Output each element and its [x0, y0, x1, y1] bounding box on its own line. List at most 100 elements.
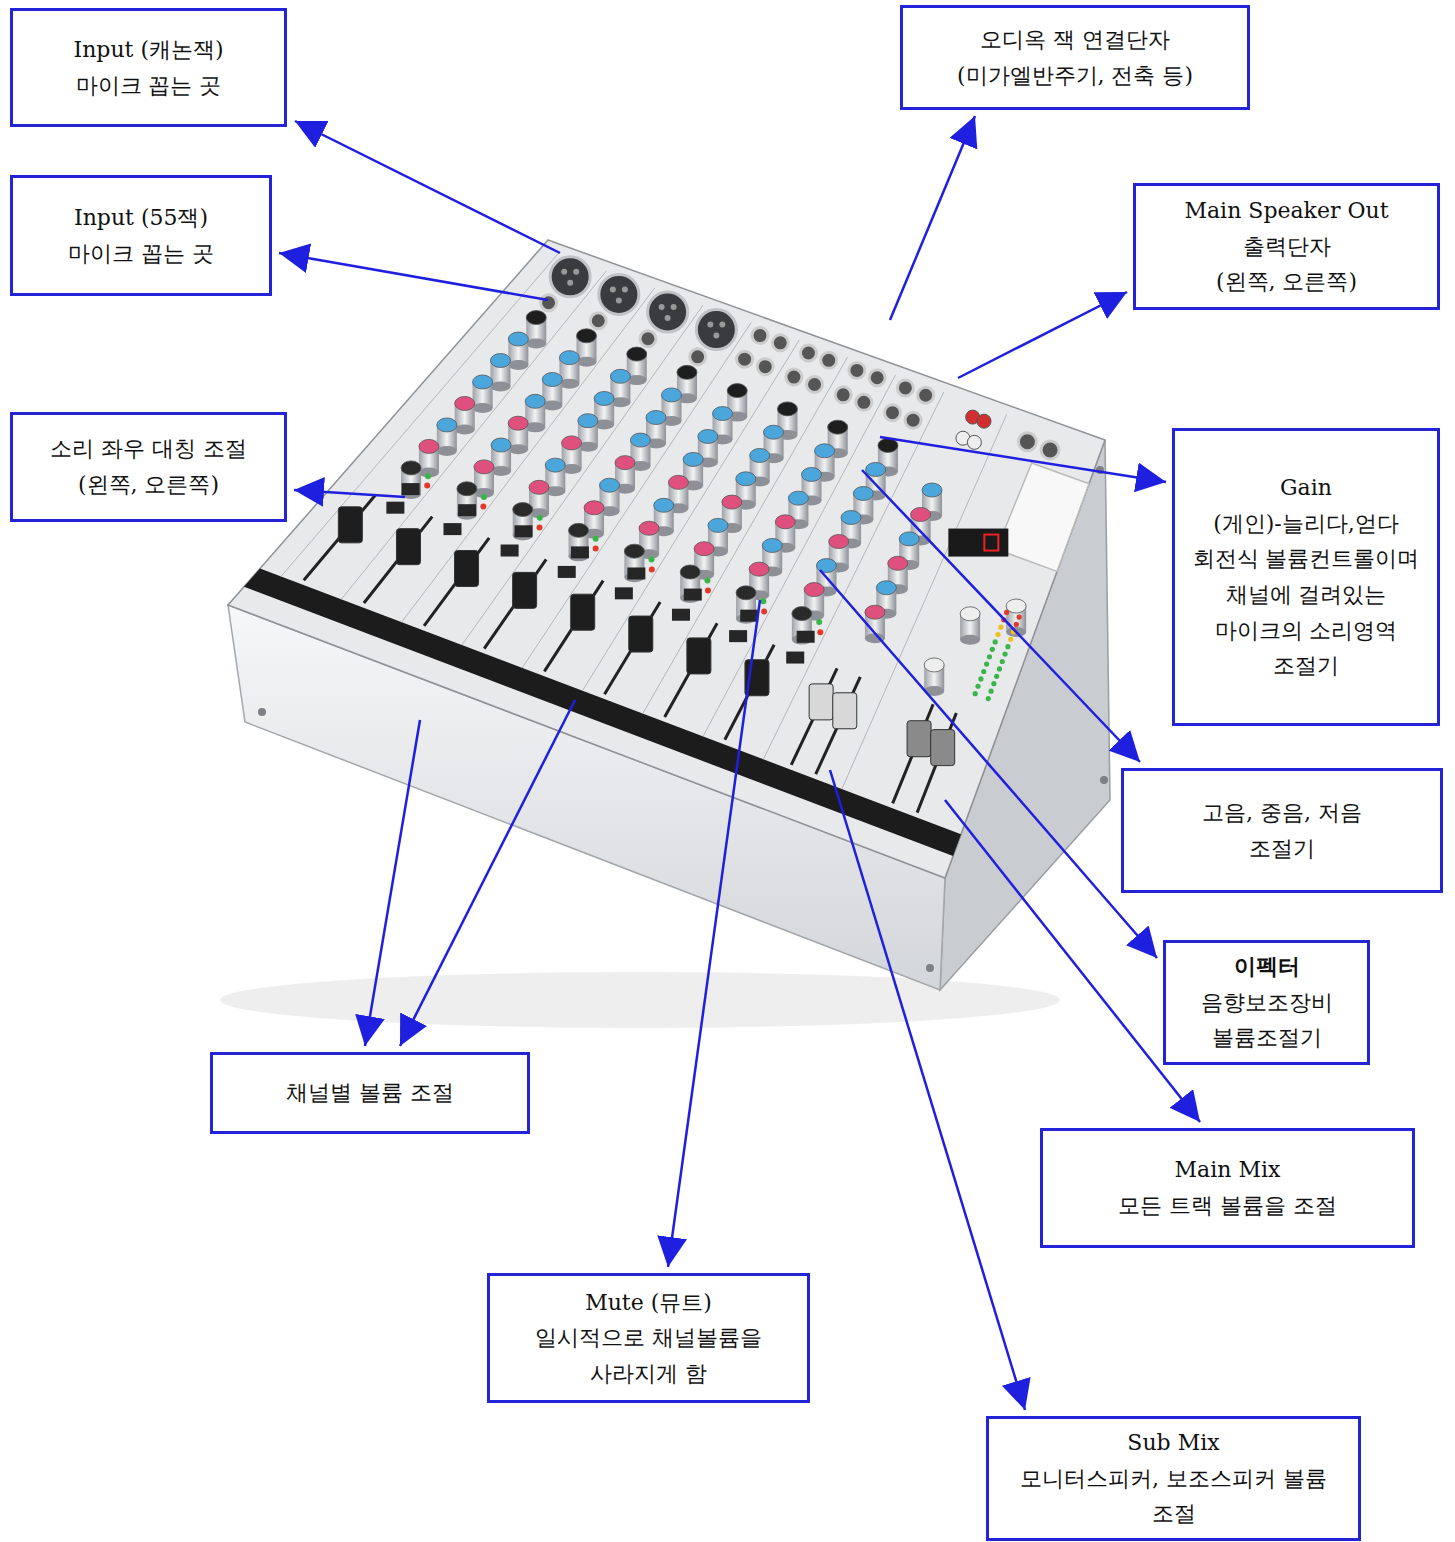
knob-cap	[508, 416, 528, 430]
led	[537, 515, 543, 521]
led	[649, 557, 655, 563]
output-jack	[1018, 433, 1036, 451]
strip-divider	[402, 288, 655, 622]
meter-led	[991, 681, 996, 686]
knob-cap	[562, 436, 582, 450]
phone-jack	[757, 359, 773, 375]
button	[458, 504, 476, 516]
button	[558, 566, 576, 578]
meter-led	[1002, 651, 1007, 656]
led	[425, 473, 431, 479]
knob-cap	[1006, 599, 1026, 613]
led	[424, 483, 430, 489]
button	[514, 525, 532, 537]
screw	[926, 964, 934, 972]
strip-divider	[703, 375, 896, 737]
fader-slot	[917, 713, 956, 813]
knob-base	[508, 360, 528, 370]
knob-cap	[491, 438, 511, 452]
meter-led	[1008, 637, 1013, 642]
phone-jack	[786, 369, 802, 385]
top-panel	[228, 240, 1105, 878]
fader-cap	[931, 730, 955, 766]
meter-led	[995, 632, 1000, 637]
knob-base	[490, 382, 510, 392]
button	[627, 567, 645, 579]
callout-box: 채널별 볼륨 조절	[210, 1052, 530, 1134]
callout-text: (왼쪽, 오른쪽)	[1216, 264, 1357, 300]
button	[729, 630, 747, 642]
knob-cap	[876, 581, 896, 595]
screw	[1100, 776, 1108, 784]
label-strip	[244, 569, 961, 857]
callout-text: 마이크 꼽는 곳	[68, 236, 214, 272]
knob-cap	[455, 396, 475, 410]
button	[571, 546, 589, 558]
callout-text: Gain	[1280, 470, 1332, 506]
fader-slot	[484, 559, 546, 648]
knob-cap	[584, 501, 604, 515]
callout-box: Main Speaker Out출력단자(왼쪽, 오른쪽)	[1133, 183, 1440, 310]
knob-cap	[559, 351, 579, 365]
knob-cap	[749, 562, 769, 576]
knob-cap	[437, 418, 457, 432]
callout-text: Sub Mix	[1127, 1425, 1219, 1461]
meter-led	[1016, 614, 1021, 619]
button	[797, 631, 815, 643]
effect-display	[948, 529, 1008, 557]
phone-jack	[737, 351, 753, 367]
led	[817, 629, 823, 635]
meter-led	[978, 676, 983, 681]
knob-cap	[419, 439, 439, 453]
button	[672, 609, 690, 621]
fader-cap	[907, 721, 931, 757]
knob-cap	[736, 586, 756, 600]
led	[536, 525, 542, 531]
knob-cap	[960, 607, 980, 621]
knob-cap	[569, 523, 589, 537]
knob-cap	[457, 482, 477, 496]
leader-line	[279, 253, 548, 300]
meter-led	[988, 689, 993, 694]
knob-cap	[829, 535, 849, 549]
jack-pin	[713, 333, 719, 339]
knob-cap	[764, 425, 784, 439]
callout-text: Main Mix	[1175, 1152, 1281, 1188]
knob-cap	[526, 311, 546, 325]
knob-cap	[490, 354, 510, 368]
callout-text: (왼쪽, 오른쪽)	[78, 467, 219, 503]
meter-led	[987, 654, 992, 659]
knob-cap	[911, 507, 931, 521]
knob-cap	[788, 491, 808, 505]
knob-cap	[624, 544, 644, 558]
fader-cap	[513, 572, 537, 608]
phone-jack	[835, 387, 851, 403]
callout-box: Gain(게인)-늘리다,얻다회전식 볼륨컨트롤이며 채널에 걸려있는 마이크의…	[1172, 428, 1440, 726]
knob-cap	[777, 402, 797, 416]
leader-line	[890, 116, 975, 320]
xlr-jack	[648, 292, 688, 332]
meter-led	[975, 684, 980, 689]
callout-box: Input (캐논잭)마이크 꼽는 곳	[10, 8, 287, 127]
meter-led	[1014, 622, 1019, 627]
meter-led	[1005, 644, 1010, 649]
knob-cap	[713, 407, 733, 421]
callout-box: Mute (뮤트)일시적으로 채널볼륨을 사라지게 함	[487, 1273, 810, 1403]
knob-cap	[804, 583, 824, 597]
meter-led	[994, 674, 999, 679]
leader-line	[880, 437, 1166, 482]
knob-cap	[600, 478, 620, 492]
jack-pin	[659, 304, 665, 310]
knob-cap	[762, 538, 782, 552]
fader-slot	[304, 495, 375, 580]
xlr-jack	[550, 257, 590, 297]
button	[615, 587, 633, 599]
knob-cap	[677, 365, 697, 379]
phone-jack	[752, 328, 768, 344]
led	[760, 598, 766, 604]
fader-slot	[665, 623, 717, 717]
button	[443, 523, 461, 535]
button	[386, 502, 404, 514]
phone-jack	[800, 345, 816, 361]
knob-cap	[473, 375, 493, 389]
